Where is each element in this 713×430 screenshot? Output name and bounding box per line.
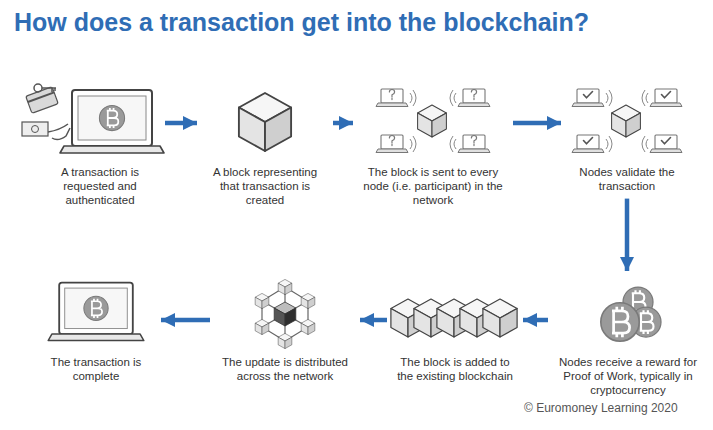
flow-arrow	[523, 318, 548, 323]
diagram-title: How does a transaction get into the bloc…	[14, 8, 589, 37]
process-step: The block is added to the existing block…	[392, 276, 518, 384]
flow-arrow	[333, 121, 353, 126]
process-step: Nodes receive a reward for Proof of Work…	[553, 276, 703, 397]
flow-arrow	[165, 121, 197, 126]
process-step: Nodes validate the transaction	[566, 80, 688, 194]
process-step: A block representing that transaction is…	[202, 80, 328, 207]
step-caption: The block is added to the existing block…	[392, 356, 518, 384]
step-caption: The transaction is complete	[36, 356, 156, 384]
process-step: The update is distributed across the net…	[215, 276, 355, 384]
step-caption: A block representing that transaction is…	[202, 166, 328, 207]
step-caption: Nodes validate the transaction	[566, 166, 688, 194]
flow-arrow	[513, 121, 561, 126]
step-caption: Nodes receive a reward for Proof of Work…	[553, 356, 703, 397]
process-step: The transaction is complete	[36, 276, 156, 384]
copyright-note: © Euromoney Learning 2020	[524, 401, 678, 415]
flow-arrow	[161, 318, 210, 323]
flow-arrow	[625, 199, 630, 271]
step-caption: The block is sent to every node (i.e. pa…	[358, 166, 508, 207]
flow-arrow	[360, 318, 387, 323]
step-caption: The update is distributed across the net…	[215, 356, 355, 384]
process-step: A transaction is requested and authentic…	[40, 80, 160, 207]
process-step: The block is sent to every node (i.e. pa…	[358, 80, 508, 207]
step-caption: A transaction is requested and authentic…	[40, 166, 160, 207]
